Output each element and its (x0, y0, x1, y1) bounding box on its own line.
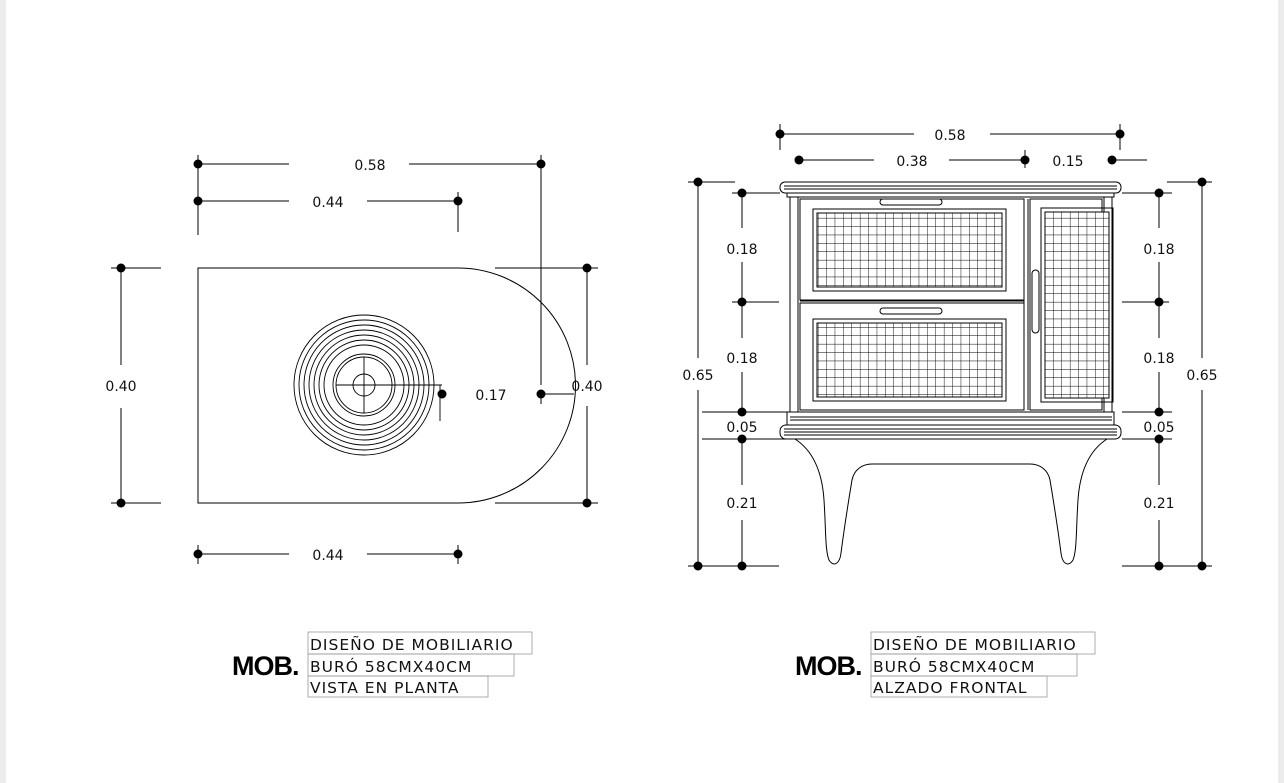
plan-title-line3: VISTA EN PLANTA (310, 679, 460, 697)
plan-dimension-lines (111, 155, 598, 564)
plan-dim-depth-right: 0.40 (571, 379, 602, 395)
front-dim-total-height-left: 0.65 (682, 368, 713, 384)
front-top-slab (779, 181, 1122, 198)
front-dim-total-height-right: 0.65 (1186, 368, 1217, 384)
plan-outline (197, 267, 576, 504)
plan-title-line2: BURÓ 58CMX40CM (310, 657, 472, 676)
front-dimension-dots (693, 129, 1207, 571)
front-dim-drawer2-left: 0.18 (726, 351, 757, 367)
front-dim-drawer1-left: 0.18 (726, 242, 757, 258)
plan-dim-total-width: 0.58 (354, 158, 385, 174)
plan-title-block: MOB. DISEÑO DE MOBILIARIO BURÓ 58CMX40CM… (232, 631, 533, 698)
plan-dim-rect-width-bottom: 0.44 (312, 548, 343, 564)
front-drawer-lower (812, 307, 1007, 402)
front-dim-door-width: 0.15 (1052, 154, 1083, 170)
front-dim-legs-left: 0.21 (726, 496, 757, 512)
front-dim-drawer1-right: 0.18 (1143, 242, 1174, 258)
front-dim-total-width: 0.58 (934, 128, 965, 144)
front-dim-legs-right: 0.21 (1143, 496, 1174, 512)
front-dim-base-right: 0.05 (1143, 420, 1174, 436)
front-door (1031, 207, 1114, 403)
front-legs (794, 438, 1108, 565)
front-drawer-upper (812, 198, 1007, 292)
drawing-canvas: 0.58 0.44 0.40 0.40 0.17 0.44 MOB. DISEÑ… (105, 124, 1218, 698)
drawing-sheet: 0.58 0.44 0.40 0.40 0.17 0.44 MOB. DISEÑ… (6, 0, 1278, 783)
plan-view (111, 155, 598, 564)
plan-dim-depth-left: 0.40 (105, 379, 136, 395)
front-dim-drawer-width: 0.38 (896, 154, 927, 170)
front-title-block: MOB. DISEÑO DE MOBILIARIO BURÓ 58CMX40CM… (795, 631, 1096, 698)
front-dim-drawer2-right: 0.18 (1143, 351, 1174, 367)
plan-title-prefix: MOB. (232, 651, 299, 681)
plan-dim-radius: 0.17 (475, 388, 506, 404)
front-title-line2: BURÓ 58CMX40CM (873, 657, 1035, 676)
plan-lamp-rings (293, 314, 442, 456)
front-title-line3: ALZADO FRONTAL (873, 679, 1028, 697)
plan-title-line1: DISEÑO DE MOBILIARIO (310, 635, 514, 654)
front-base (779, 411, 1122, 440)
front-title-line1: DISEÑO DE MOBILIARIO (873, 635, 1077, 654)
plan-dim-rect-width-top: 0.44 (312, 195, 343, 211)
front-title-prefix: MOB. (795, 651, 862, 681)
front-dim-base-left: 0.05 (726, 420, 757, 436)
front-view (688, 124, 1212, 571)
plan-dimension-dots (116, 159, 592, 559)
